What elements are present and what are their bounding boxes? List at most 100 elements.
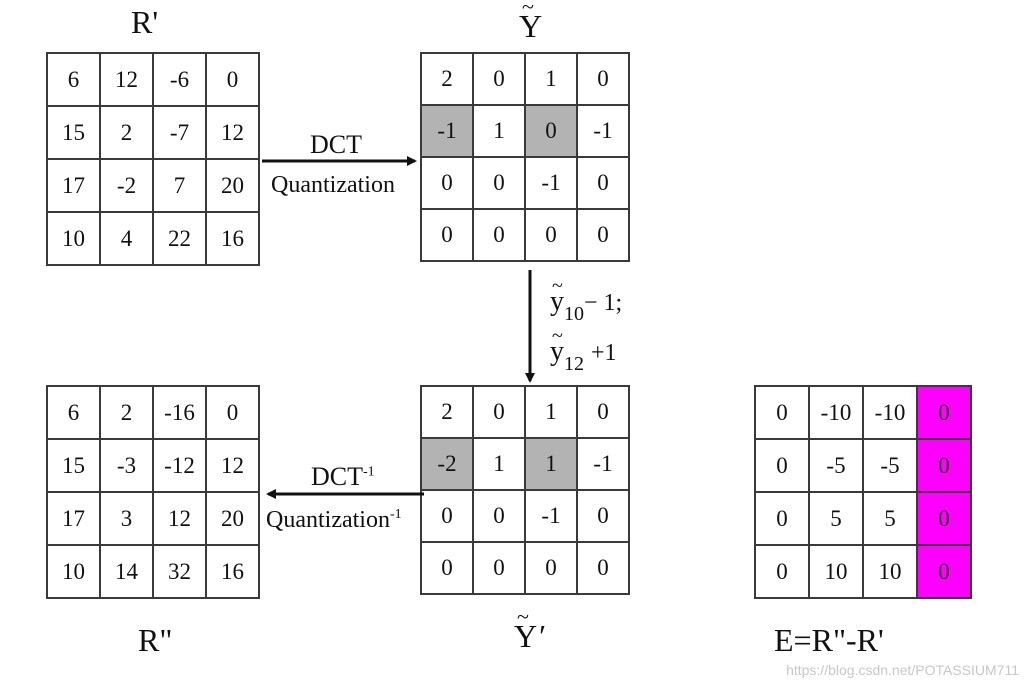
prime-mark: ′ [537,618,545,654]
matrix-cell: 14 [99,544,154,599]
tilde-mark: ~ [522,0,534,19]
matrix-cell: 0 [576,156,630,210]
matrix-cell: -1 [524,489,578,543]
label-error: E=R"-R' [774,622,884,658]
matrix-cell: -5 [808,438,864,493]
matrix-cell: 0 [576,208,630,262]
matrix-cell: 0 [205,52,260,107]
matrix-cell: -1 [524,156,578,210]
matrix-cell: 22 [152,211,207,266]
matrix-cell: 2 [420,385,474,439]
matrix-cell: 1 [524,385,578,439]
matrix-cell: 0 [576,385,630,439]
matrix-cell: 0 [472,541,526,595]
matrix-cell: 12 [99,52,154,107]
matrix-cell: 10 [808,544,864,599]
matrix-cell: 0 [916,491,972,546]
matrix-cell: 0 [916,385,972,440]
matrix-cell: 16 [205,211,260,266]
matrix-cell: 15 [46,438,101,493]
matrix-cell: 20 [205,491,260,546]
matrix-cell: 3 [99,491,154,546]
matrix-cell: -1 [576,437,630,491]
label-y-tilde-prime: ~ Y′ [514,606,545,654]
matrix-cell: 5 [862,491,918,546]
matrix-cell: 12 [205,105,260,160]
matrix-cell: 0 [754,491,810,546]
op-modify-y12: ~y12 +1 [550,326,617,374]
matrix-cell: -6 [152,52,207,107]
matrix-cell: 0 [472,52,526,106]
matrix-cell: -10 [862,385,918,440]
label-r-double-prime: R" [138,622,173,658]
mod1-sub: 10 [564,303,584,325]
label-r-prime: R' [131,4,159,40]
matrix-cell: 1 [472,437,526,491]
matrix-cell: 12 [152,491,207,546]
matrix-cell: 0 [472,156,526,210]
matrix-cell: -1 [576,104,630,158]
mod2-op: +1 [591,340,617,366]
matrix-cell: 0 [524,104,578,158]
matrix-cell: 2 [420,52,474,106]
op-inverse-dct-text: DCT [311,462,363,491]
matrix-cell: 1 [472,104,526,158]
op-inverse-dct: DCT-1 [311,462,375,492]
matrix-cell: 10 [46,544,101,599]
matrix-cell: 12 [205,438,260,493]
matrix-cell: 6 [46,385,101,440]
tilde-mark: ~ [552,325,563,347]
matrix-cell: 0 [524,208,578,262]
op-modify-y10: ~y10− 1; [550,276,623,324]
op-forward-dct: DCT [310,130,362,159]
matrix-cell: 0 [524,541,578,595]
matrix-cell: -16 [152,385,207,440]
matrix-cell: 1 [524,52,578,106]
op-inverse-quantization: Quantization-1 [266,507,402,534]
matrix-cell: 0 [420,541,474,595]
mod1-op: − 1; [584,290,623,316]
matrix-cell: 10 [46,211,101,266]
op-forward-quantization: Quantization [271,172,395,198]
matrix-cell: 0 [576,541,630,595]
matrix-cell: 16 [205,544,260,599]
mod2-sub: 12 [564,353,584,375]
matrix-cell: 0 [754,385,810,440]
label-y-tilde: ~ Y [519,0,542,42]
matrix-cell: -10 [808,385,864,440]
matrix-cell: 0 [420,156,474,210]
matrix-cell: -1 [420,104,474,158]
tilde-mark: ~ [552,275,563,297]
matrix-cell: 0 [916,438,972,493]
matrix-cell: 0 [576,489,630,543]
op-inverse-quantization-text: Quantization [266,507,390,533]
mod2-sym: y [550,336,564,367]
matrix-cell: 17 [46,158,101,213]
matrix-cell: 10 [862,544,918,599]
matrix-cell: -3 [99,438,154,493]
matrix-cell: 15 [46,105,101,160]
op-inverse-dct-sup: -1 [363,464,375,480]
op-inverse-quantization-sup: -1 [389,507,402,522]
matrix-cell: 0 [916,544,972,599]
matrix-cell: 0 [472,489,526,543]
matrix-cell: 7 [152,158,207,213]
watermark: https://blog.csdn.net/POTASSIUM711 [786,662,1019,678]
matrix-cell: 0 [205,385,260,440]
matrix-cell: -12 [152,438,207,493]
